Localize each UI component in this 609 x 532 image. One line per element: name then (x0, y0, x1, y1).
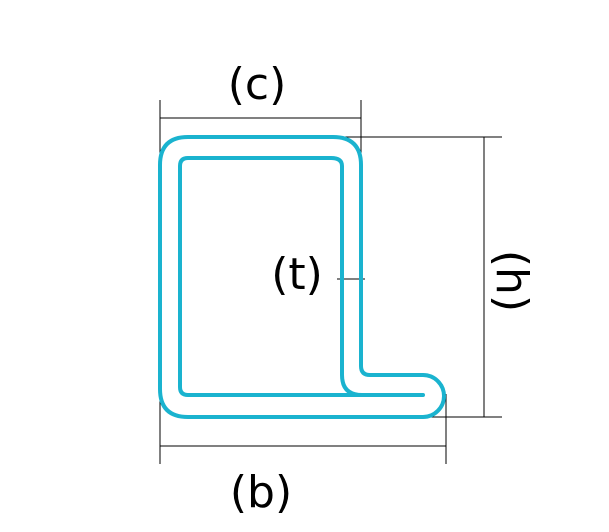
label-h: (h) (486, 250, 537, 312)
steel-profile (158, 135, 446, 419)
dimension-labels: (c) (b) (t) (h) (228, 59, 537, 518)
profile-inner-contour (178, 156, 425, 397)
profile-outer-contour (158, 135, 446, 419)
label-c: (c) (228, 59, 287, 110)
label-b: (b) (230, 467, 292, 518)
label-t: (t) (271, 249, 323, 300)
dimension-lines (159, 100, 502, 464)
